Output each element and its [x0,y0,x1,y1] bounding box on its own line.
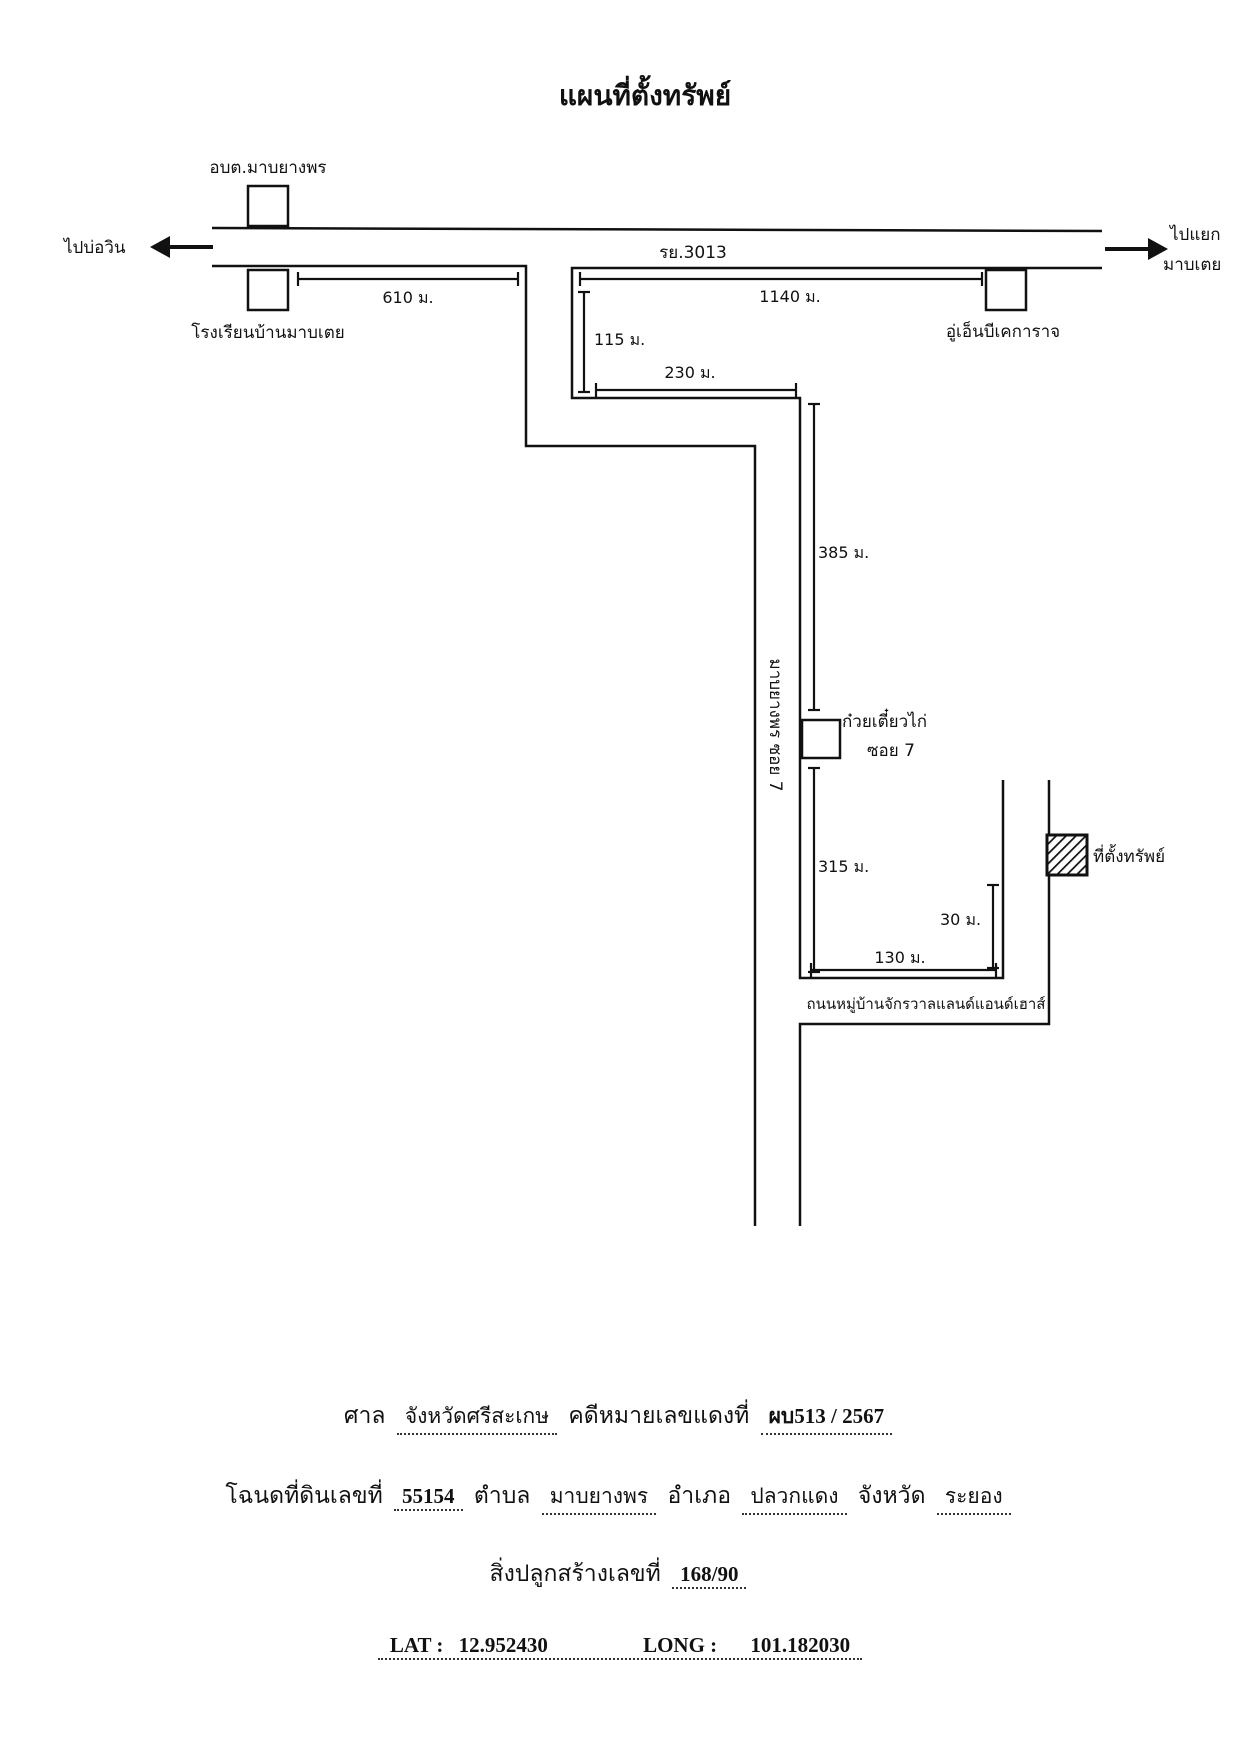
building-value: 168/90 [672,1562,747,1589]
main-road-top-edge [211,226,1103,233]
court-label: ศาล [343,1403,386,1429]
village-road-outer-edge [798,780,1051,1226]
property-label: ที่ตั้งทรัพย์ [1093,844,1165,867]
map-labels: อบต.มาบยางพร ไปบ่อวิน ไปแยก มาบเตย รย.30… [62,158,1221,1013]
tambon-label: ตำบล [473,1483,531,1509]
distance-385: 385 ม. [818,543,869,562]
footer-coordinates-line: LAT : 12.952430 LONG : 101.182030 [0,1632,1240,1660]
main-road-label: รย.3013 [659,243,727,263]
case-label: คดีหมายเลขแดงที่ [568,1403,750,1429]
map-title: แผนที่ตั้งทรัพย์ [559,74,731,112]
distance-130: 130 ม. [874,948,925,967]
distance-230: 230 ม. [664,363,715,382]
distance-30: 30 ม. [940,910,981,929]
landmark-noodle-label: ก๋วยเตี๋ยวไก่ [842,708,927,732]
landmark-school-label: โรงเรียนบ้านมาบเตย [191,322,344,343]
amphoe-label: อำเภอ [667,1483,732,1509]
village-road-label: ถนนหมู่บ้านจักรวาลแลนด์แอนด์เฮาส์ [807,995,1046,1013]
court-value: จังหวัดศรีสะเกษ [396,1400,558,1435]
dimension-lines [296,272,999,977]
roads [211,226,1103,1226]
deed-value: 55154 [394,1484,463,1511]
landmark-garage-label: อู่เอ็นบีเคการาจ [946,320,1060,342]
lat-value: 12.952430 [458,1633,548,1657]
landmark-obt-label: อบต.มาบยางพร [209,158,326,178]
direction-arrows [150,236,1168,260]
building-label: สิ่งปลูกสร้างเลขที่ [489,1561,661,1587]
school-building-icon [246,268,290,312]
distance-1140: 1140 ม. [759,287,820,306]
arrow-right-head-icon [1148,238,1168,260]
lat-label: LAT : [389,1633,444,1657]
coordinates-underline: LAT : 12.952430 LONG : 101.182030 [377,1633,863,1660]
distance-315: 315 ม. [818,857,869,876]
obt-building-icon [246,184,290,228]
province-label: จังหวัด [857,1483,926,1509]
case-value: ผบ513 / 2567 [760,1400,893,1435]
footer-court-line: ศาล จังหวัดศรีสะเกษ คดีหมายเลขแดงที่ ผบ5… [0,1398,1240,1435]
main-road-bottom-left-edge [212,264,757,1226]
long-label: LONG : [643,1633,718,1657]
landmark-boxes [246,184,1089,877]
distance-115: 115 ม. [594,330,645,349]
deed-label: โฉนดที่ดินเลขที่ [225,1483,383,1509]
soi-road-label: มาบยางพร ซอย 7 [765,658,785,791]
long-value: 101.182030 [750,1633,851,1657]
landmark-noodle-soi-label: ซอย 7 [867,741,915,761]
garage-building-icon [984,268,1028,312]
to-right-label-2: มาบเตย [1163,255,1221,275]
to-left-label: ไปบ่อวิน [62,237,126,258]
to-right-label-1: ไปแยก [1168,224,1221,245]
main-road-bottom-right-edge [570,266,1102,980]
distance-610: 610 ม. [382,288,433,307]
footer-building-line: สิ่งปลูกสร้างเลขที่ 168/90 [0,1556,1240,1592]
province-value: ระยอง [936,1480,1011,1515]
tambon-value: มาบยางพร [541,1480,657,1515]
noodle-shop-building-icon [800,718,842,760]
hatched-property-icon [1045,833,1089,877]
amphoe-value: ปลวกแดง [742,1480,847,1515]
arrow-left-head-icon [150,236,170,258]
footer-deed-line: โฉนดที่ดินเลขที่ 55154 ตำบล มาบยางพร อำเ… [0,1478,1240,1515]
